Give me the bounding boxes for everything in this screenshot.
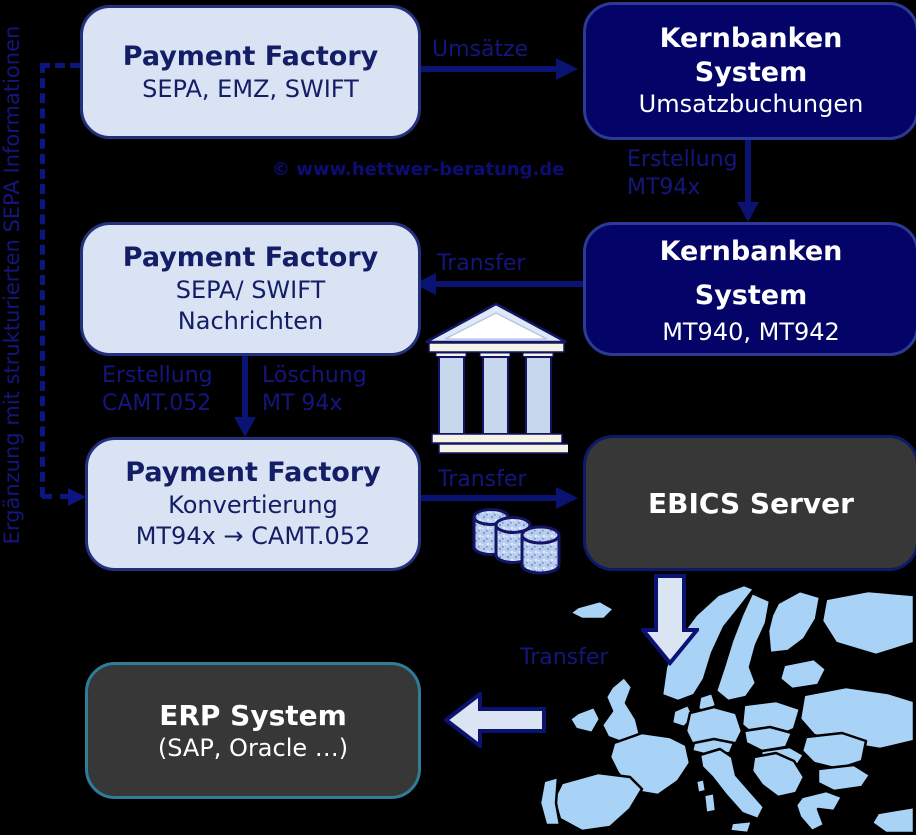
edge-label-umsaetze: Umsätze [432, 37, 529, 62]
europe-map [538, 583, 916, 835]
node-payment-factory-bottom: Payment Factory Konvertierung MT94x → CA… [85, 437, 421, 571]
node-payment-factory-mid: Payment Factory SEPA/ SWIFT Nachrichten [80, 222, 421, 356]
node-title: Payment Factory [125, 457, 381, 489]
node-subtitle: MT940, MT942 [662, 317, 840, 346]
node-title: Payment Factory [122, 242, 379, 274]
arrow-line-transfer-kern-to-pf [434, 281, 583, 287]
edge-label-transfer-kern-to-pf: Transfer [437, 251, 526, 276]
database-cylinders-icon [472, 508, 561, 575]
block-arrow-left-icon [444, 692, 546, 748]
arrow-line-umsaetze [415, 66, 560, 72]
arrow-line-erstellung-mt94x [745, 134, 751, 204]
edge-label-erstellung-mt94x: Erstellung MT94x [627, 147, 738, 200]
dashed-connector-arrowhead-icon [68, 488, 86, 506]
node-erp-system: ERP System (SAP, Oracle …) [85, 662, 421, 799]
node-title: ERP System [159, 698, 347, 732]
arrow-line-transfer-pf-to-ebics [416, 495, 560, 501]
arrowhead-right-icon [556, 58, 578, 80]
node-payment-factory-top: Payment Factory SEPA, EMZ, SWIFT [80, 5, 421, 139]
bank-building-icon [425, 302, 568, 454]
node-subtitle: Umsatzbuchungen [638, 90, 864, 119]
node-ebics-server: EBICS Server [583, 435, 916, 571]
dashed-connector-bottom [42, 494, 70, 499]
node-kernbanken-system-mid: Kernbanken System MT940, MT942 [583, 222, 916, 356]
node-subtitle: (SAP, Oracle …) [157, 733, 349, 762]
node-title: Kernbanken System [659, 236, 843, 311]
node-subtitle: SEPA, EMZ, SWIFT [142, 74, 359, 103]
side-note-sepa-informationen: Ergänzung mit strukturierten SEPA Inform… [0, 25, 24, 545]
node-kernbanken-system-top: Kernbanken System Umsatzbuchungen [583, 2, 916, 140]
dashed-connector-top [40, 63, 80, 68]
block-arrow-down-icon [641, 574, 699, 666]
node-title: EBICS Server [648, 486, 854, 520]
dashed-connector-vertical [40, 63, 45, 497]
edge-label-transfer-pf-to-ebics: Transfer [438, 467, 527, 492]
edge-label-loeschung-mt94x: Löschung MT 94x [262, 363, 367, 416]
watermark: © www.hettwer-beratung.de [272, 159, 565, 180]
node-subtitle: Konvertierung MT94x → CAMT.052 [135, 491, 371, 550]
edge-label-transfer-to-erp: Transfer [520, 645, 609, 670]
arrowhead-down-icon [737, 202, 759, 222]
arrow-line-pf-mid-to-bottom [242, 352, 248, 418]
node-title: Payment Factory [122, 40, 379, 72]
arrowhead-right-icon [556, 487, 578, 509]
arrowhead-down-icon [234, 417, 256, 437]
node-title: Kernbanken System [659, 22, 843, 88]
node-subtitle: SEPA/ SWIFT Nachrichten [175, 276, 326, 335]
edge-label-erstellung-camt052: Erstellung CAMT.052 [102, 363, 213, 416]
